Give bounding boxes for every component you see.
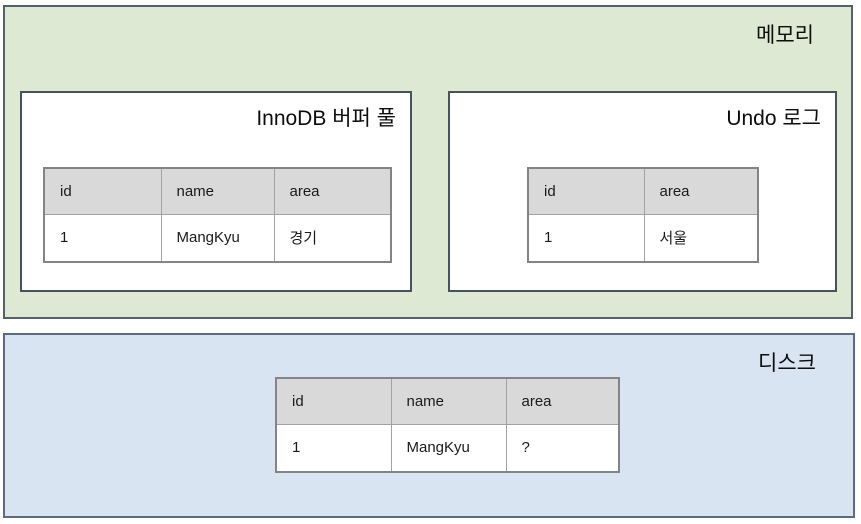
table-row: 1 서울 — [527, 213, 759, 263]
disk-section: 디스크 id name area 1 MangKyu ? — [3, 333, 855, 518]
cell-name: MangKyu — [160, 213, 275, 263]
cell-id: 1 — [275, 423, 392, 473]
column-header-area: area — [273, 167, 392, 215]
cell-area: 경기 — [273, 213, 392, 263]
undo-log-title: Undo 로그 — [726, 107, 821, 130]
memory-section-label: 메모리 — [756, 24, 814, 47]
cell-name: MangKyu — [390, 423, 507, 473]
table-header-row: id area — [527, 167, 759, 215]
table-header-row: id name area — [43, 167, 392, 215]
cell-area: ? — [505, 423, 620, 473]
undo-log-panel: Undo 로그 id area 1 서울 — [448, 91, 837, 292]
cell-area: 서울 — [643, 213, 759, 263]
memory-section: 메모리 InnoDB 버퍼 풀 id name area 1 MangKyu 경… — [3, 5, 853, 319]
column-header-id: id — [43, 167, 162, 215]
column-header-name: name — [390, 377, 507, 425]
innodb-buffer-pool-title: InnoDB 버퍼 풀 — [256, 107, 396, 130]
table-row: 1 MangKyu 경기 — [43, 213, 392, 263]
column-header-area: area — [643, 167, 759, 215]
cell-id: 1 — [527, 213, 645, 263]
table-header-row: id name area — [275, 377, 620, 425]
cell-id: 1 — [43, 213, 162, 263]
column-header-name: name — [160, 167, 275, 215]
innodb-buffer-pool-panel: InnoDB 버퍼 풀 id name area 1 MangKyu 경기 — [20, 91, 412, 292]
disk-section-label: 디스크 — [758, 352, 816, 375]
column-header-area: area — [505, 377, 620, 425]
undo-log-table: id area 1 서울 — [527, 167, 759, 263]
innodb-buffer-pool-table: id name area 1 MangKyu 경기 — [43, 167, 392, 263]
disk-table: id name area 1 MangKyu ? — [275, 377, 620, 473]
column-header-id: id — [275, 377, 392, 425]
column-header-id: id — [527, 167, 645, 215]
table-row: 1 MangKyu ? — [275, 423, 620, 473]
